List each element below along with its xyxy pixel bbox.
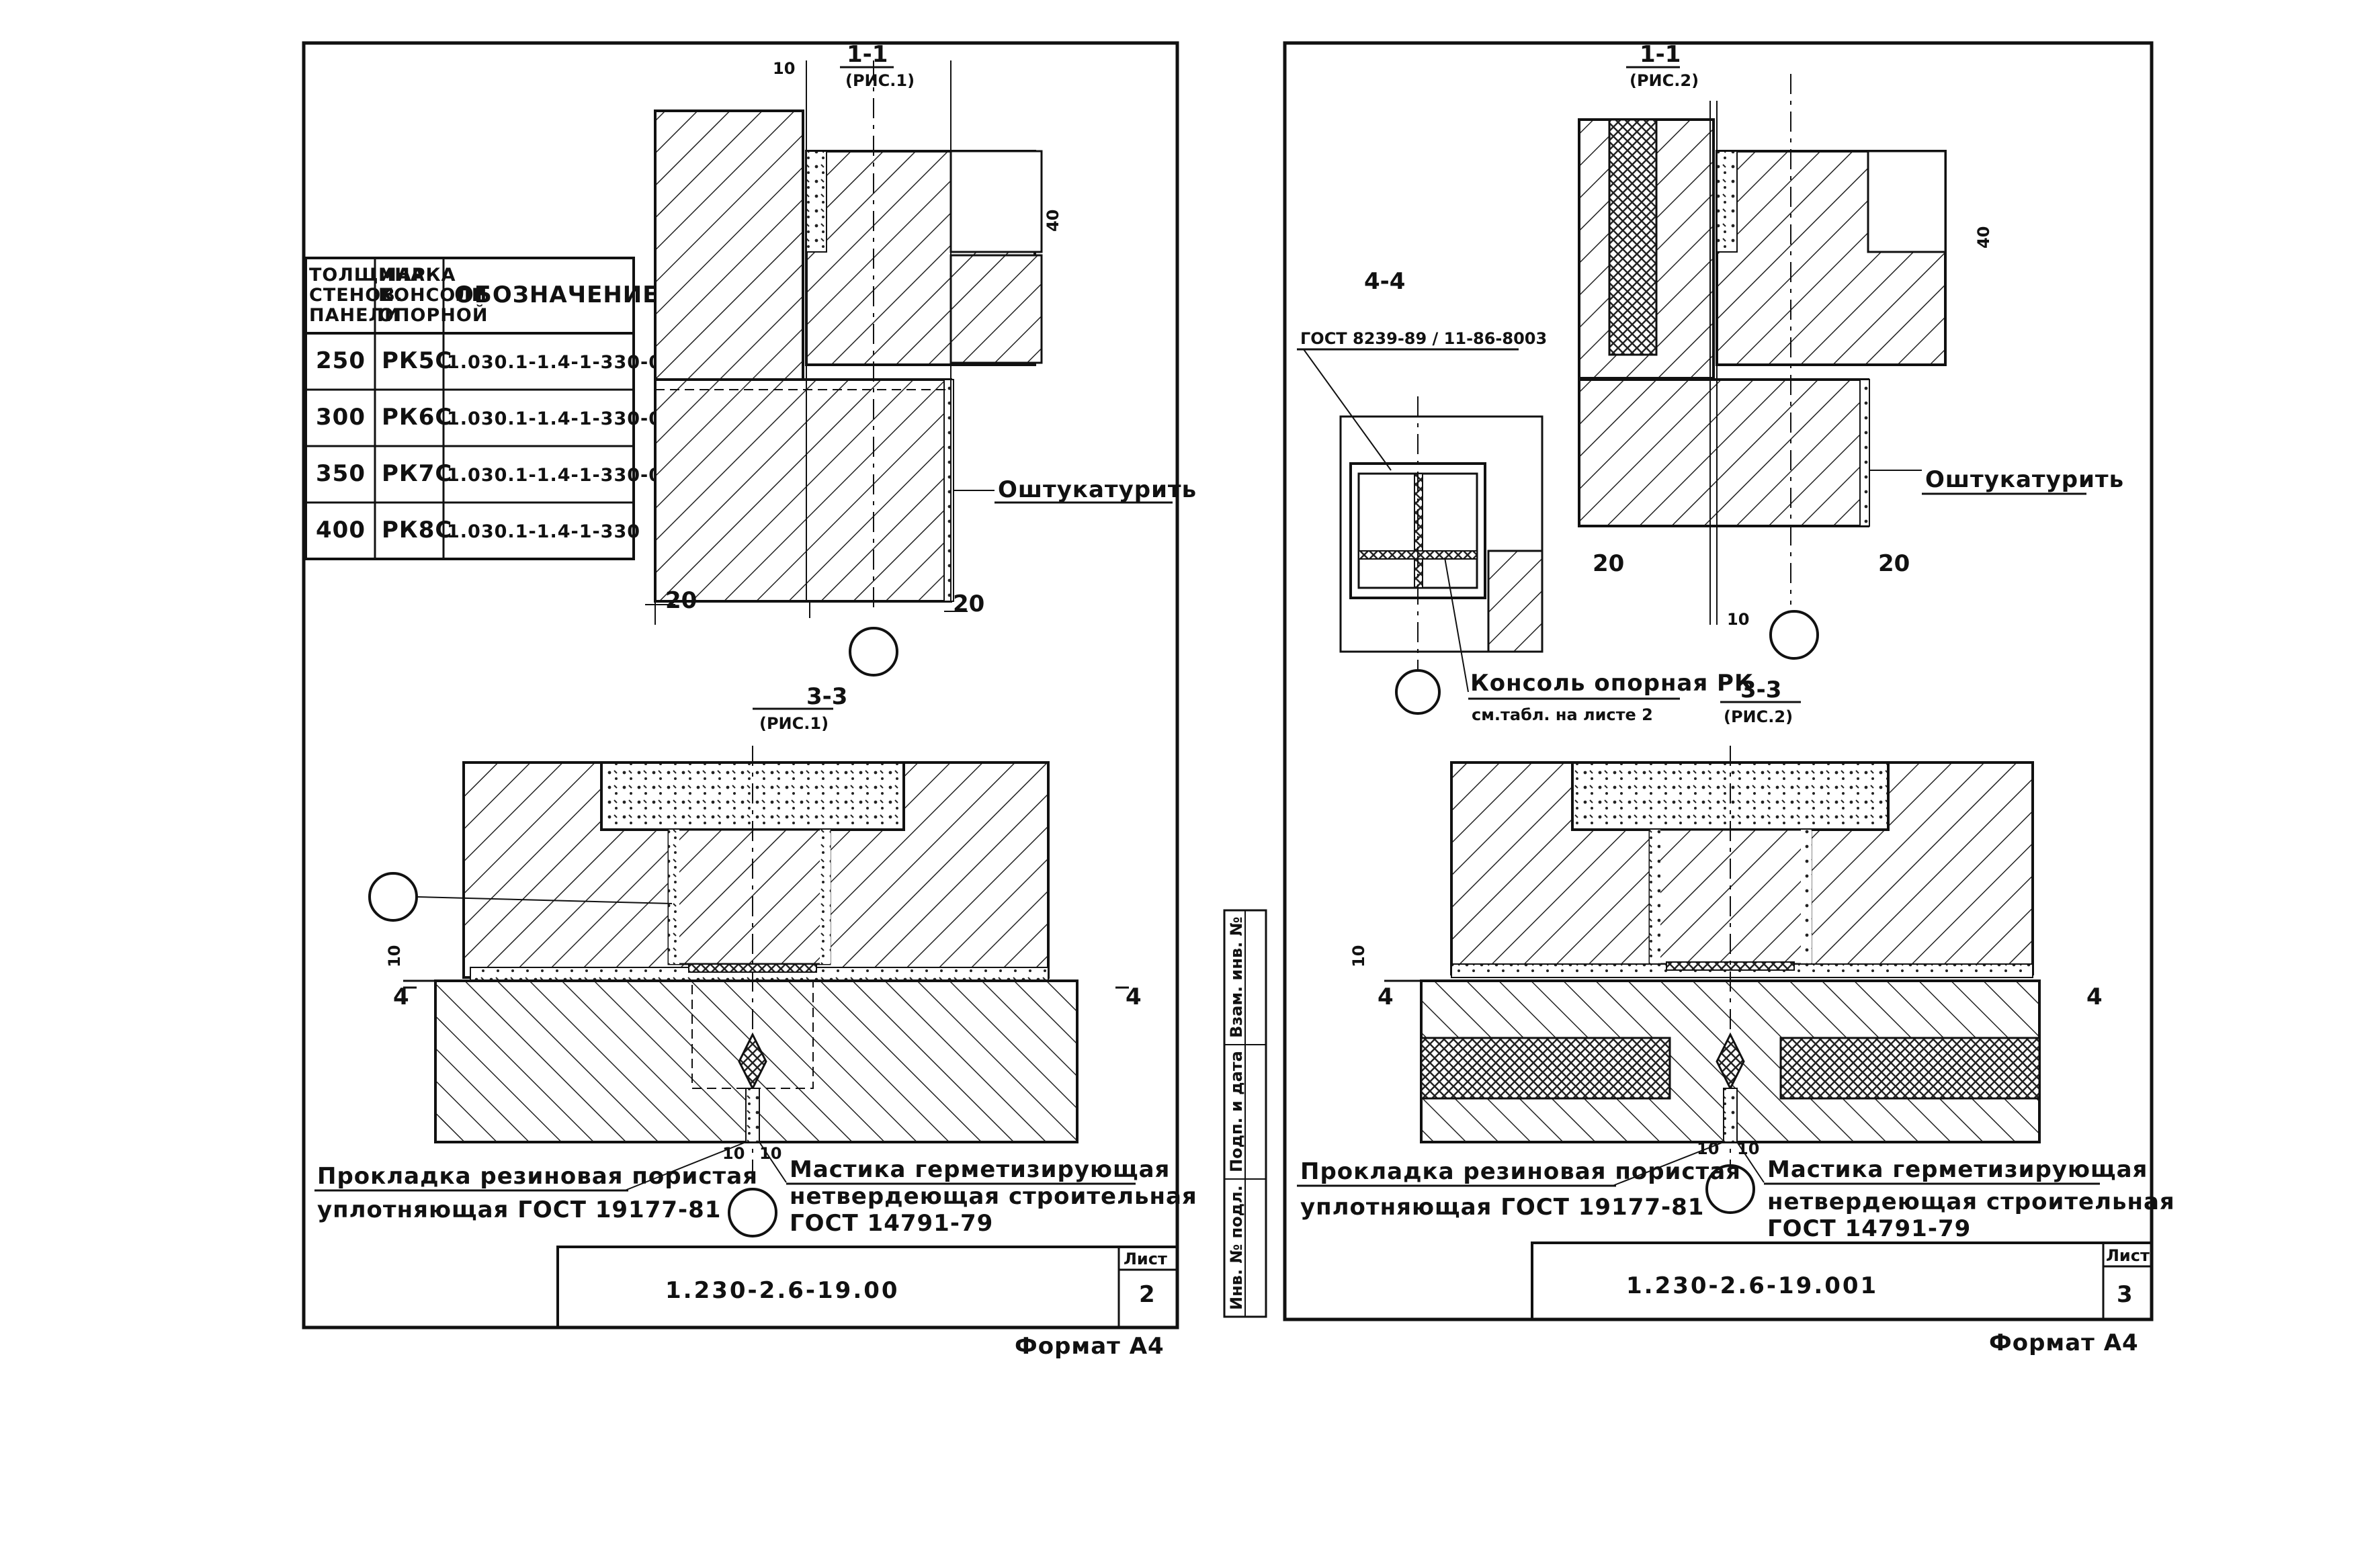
dim-10: 10 — [1727, 610, 1749, 629]
section-1-1-left: 1-1 (РИС.1) Оштукатурить 20 20 10 — [645, 41, 1197, 677]
callout-plaster: Оштукатурить — [998, 476, 1197, 503]
callout-gasket-2: уплотняющая ГОСТ 19177-81 — [317, 1196, 721, 1223]
sheet-number: 3 — [2117, 1281, 2133, 1308]
sheet-label: Лист — [2106, 1246, 2150, 1265]
table-header-mark-1: МАРКА — [378, 265, 456, 286]
callout-gasket-1: Прокладка резиновая пористая — [1300, 1158, 1741, 1185]
stamp-inv-no: Инв. № подл. — [1227, 1185, 1246, 1310]
sheet-number: 2 — [1139, 1281, 1155, 1308]
table-header-mark-3: ОПОРНОЙ — [378, 304, 488, 326]
dim-20: 20 — [1878, 550, 1910, 577]
callout-console-1: Консоль опорная РК — [1470, 670, 1754, 697]
section-ref: (РИС.1) — [759, 714, 829, 733]
section-cut-mark: 4 — [2086, 984, 2103, 1010]
table-cell: РК7С — [382, 460, 452, 487]
callout-mastic-3: ГОСТ 14791-79 — [1767, 1215, 1971, 1242]
section-title: 3-3 — [806, 683, 847, 710]
section-ref: (РИС.2) — [1630, 71, 1699, 90]
callout-mastic-1: Мастика герметизирующая — [790, 1156, 1170, 1183]
section-cut-mark: 4 — [1378, 984, 1394, 1010]
callout-console-2: см.табл. на листе 2 — [1472, 705, 1653, 724]
dim-10: 10 — [1349, 945, 1368, 967]
callout-mastic-1: Мастика герметизирующая — [1767, 1156, 2148, 1183]
format-label: Формат А4 — [1989, 1330, 2139, 1356]
dim-20: 20 — [953, 591, 984, 617]
callout-bubble — [1395, 669, 1441, 715]
section-title: 1-1 — [1640, 41, 1681, 68]
table-cell: РК5С — [382, 347, 452, 374]
callout-plaster: Оштукатурить — [1925, 466, 2124, 493]
table-cell: РК8С — [382, 517, 452, 543]
table-header-mark-2: КОНСОЛИ — [378, 285, 487, 306]
table-header-thickness-1: ТОЛЩИНА — [309, 265, 425, 286]
dim-10: 10 — [773, 59, 795, 78]
section-3-3-right: 3-3 (РИС.2) 4 4 10 10 10 Прокладка рези — [1297, 677, 2175, 1242]
callout-mastic-2: нетвердеющая строительная — [1767, 1188, 2175, 1215]
section-4-4: 4-4 ГОСТ 8239-89 / 11-86-8003 Консоль оп… — [1297, 268, 1754, 724]
console-table: ТОЛЩИНА СТЕНОВ. ПАНЕЛИ МАРКА КОНСОЛИ ОПО… — [304, 257, 675, 560]
section-cut-mark: 4 — [393, 984, 409, 1010]
table-cell: 350 — [316, 460, 366, 487]
table-header-thickness-3: ПАНЕЛИ — [309, 305, 400, 326]
callout-mastic-3: ГОСТ 14791-79 — [790, 1210, 993, 1237]
callout-bubble — [1705, 1164, 1755, 1214]
dim-40: 40 — [1044, 210, 1062, 232]
dim-10: 10 — [385, 945, 404, 967]
dim-20: 20 — [665, 587, 697, 614]
section-ref: (РИС.1) — [845, 71, 915, 90]
table-header-designation: ОБОЗНАЧЕНИЕ — [454, 281, 659, 308]
table-cell: 1.030.1-1.4-1-330-02 — [447, 408, 675, 429]
table-cell: 1.030.1-1.4-1-330 — [447, 521, 640, 542]
stamp-sign-date: Подп. и дата — [1227, 1051, 1246, 1172]
dim-20: 20 — [1593, 550, 1624, 577]
table-cell: 300 — [316, 404, 366, 431]
doc-code: 1.230-2.6-19.001 — [1626, 1272, 1878, 1299]
dim-10: 10 — [1737, 1139, 1759, 1158]
table-cell: 1.030.1-1.4-1-330-01 — [447, 465, 675, 486]
section-ref: (РИС.2) — [1724, 707, 1793, 726]
sheet-left: ТОЛЩИНА СТЕНОВ. ПАНЕЛИ МАРКА КОНСОЛИ ОПО… — [302, 41, 1197, 1360]
sheet-right: Инв. № подл. Подп. и дата Взам. инв. № 1… — [1223, 41, 2175, 1356]
gost-label: ГОСТ 8239-89 / 11-86-8003 — [1300, 329, 1547, 348]
callout-bubble — [849, 627, 898, 677]
format-label: Формат А4 — [1015, 1333, 1165, 1360]
callout-bubble — [1769, 610, 1819, 660]
side-stamp: Инв. № подл. Подп. и дата Взам. инв. № — [1223, 909, 1267, 1318]
callout-bubble — [368, 872, 418, 922]
section-cut-mark: 4 — [1126, 984, 1142, 1010]
table-cell: РК6С — [382, 404, 452, 431]
sheet-label: Лист — [1124, 1250, 1167, 1268]
callout-bubble — [728, 1188, 777, 1237]
dim-40: 40 — [1974, 226, 1993, 249]
table-header-thickness-2: СТЕНОВ. — [309, 285, 403, 306]
section-title: 4-4 — [1364, 268, 1405, 295]
doc-code: 1.230-2.6-19.00 — [665, 1277, 900, 1304]
table-cell: 400 — [316, 517, 366, 543]
stamp-replace-inv: Взам. инв. № — [1227, 917, 1246, 1038]
section-1-1-right: 1-1 (РИС.2) Оштукатурить 20 20 10 40 — [1578, 41, 2124, 660]
table-cell: 250 — [316, 347, 366, 374]
callout-gasket-1: Прокладка резиновая пористая — [317, 1163, 758, 1190]
section-title: 1-1 — [847, 41, 888, 68]
callout-mastic-2: нетвердеющая строительная — [790, 1183, 1197, 1210]
section-3-3-left: 3-3 (РИС.1) 4 4 10 10 10 — [314, 683, 1197, 1237]
title-block-right: 1.230-2.6-19.001 Лист 3 Формат А4 — [1531, 1242, 2153, 1356]
section-title: 3-3 — [1740, 677, 1781, 703]
table-cell: 1.030.1-1.4-1-330-03 — [447, 352, 675, 373]
title-block-left: 1.230-2.6-19.00 Лист 2 Формат А4 — [556, 1246, 1179, 1360]
callout-gasket-2: уплотняющая ГОСТ 19177-81 — [1300, 1194, 1704, 1221]
